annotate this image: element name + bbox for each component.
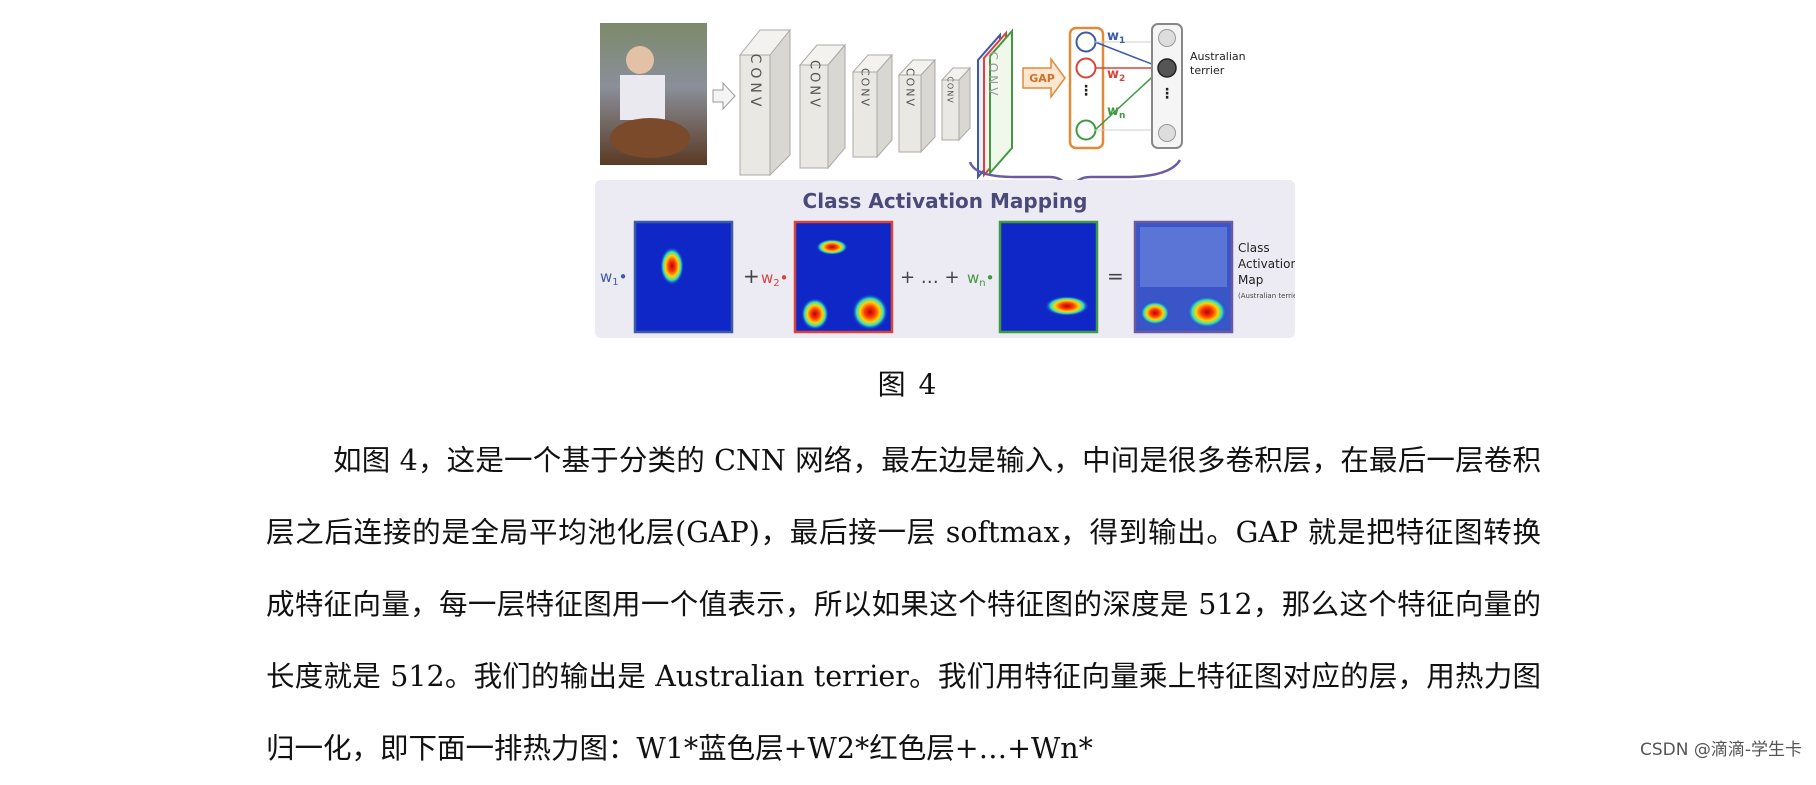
cam-output-label: Map [1238, 273, 1263, 287]
gap-node-green [1077, 121, 1096, 140]
weight-wn: wn [1107, 104, 1125, 121]
cam-output-label: Class [1238, 241, 1270, 255]
plus-sign: + [743, 264, 760, 288]
cnn-cam-figure: CONV CONV CONV CONV CONV [595, 20, 1295, 340]
conv-label: CONV [986, 51, 1000, 98]
class-label: terrier [1190, 64, 1225, 77]
class-label: Australian [1190, 50, 1246, 63]
cam-title: Class Activation Mapping [803, 189, 1088, 213]
conv-block-3: CONV [853, 55, 892, 157]
watermark: CSDN @滴滴-学生卡 [1640, 735, 1802, 760]
conv-block-1: CONV [740, 30, 790, 175]
conv-block-4: CONV [899, 60, 935, 152]
conv-block-5: CONV [942, 68, 970, 140]
last-conv-feature-maps: CONV [978, 31, 1012, 177]
conv-label: CONV [807, 60, 822, 110]
cam-diagram: CONV CONV CONV CONV CONV [595, 20, 1295, 340]
output-node-active [1158, 59, 1176, 77]
weight-w1: w1 [1107, 29, 1125, 46]
conv-label: CONV [946, 76, 955, 103]
heatmap-1 [635, 222, 732, 332]
vertical-dots: ⋮ [1160, 86, 1174, 102]
input-arrow-icon [713, 83, 735, 109]
conv-label: CONV [859, 68, 872, 108]
cam-output-label: Activation [1238, 257, 1295, 271]
input-image [600, 23, 707, 165]
weight-w2: w2 [1107, 67, 1125, 84]
equals-sign: = [1107, 264, 1124, 288]
conv-label: CONV [747, 54, 763, 111]
gap-node-red [1077, 59, 1096, 78]
cam-output-note: (Australian terrier) [1238, 292, 1295, 300]
gap-label: GAP [1029, 72, 1055, 85]
ellipsis-plus: + … + [900, 267, 960, 288]
gap-node-blue [1077, 33, 1096, 52]
heatmap-n [1000, 222, 1097, 332]
vertical-dots: ⋮ [1079, 83, 1093, 99]
conv-label: CONV [904, 68, 917, 108]
conv-block-2: CONV [800, 45, 845, 168]
gap-arrow: GAP [1023, 59, 1065, 97]
figure-caption: 图 4 [0, 363, 1816, 403]
body-paragraph: 如图 4，这是一个基于分类的 CNN 网络，最左边是输入，中间是很多卷积层，在最… [266, 425, 1541, 785]
